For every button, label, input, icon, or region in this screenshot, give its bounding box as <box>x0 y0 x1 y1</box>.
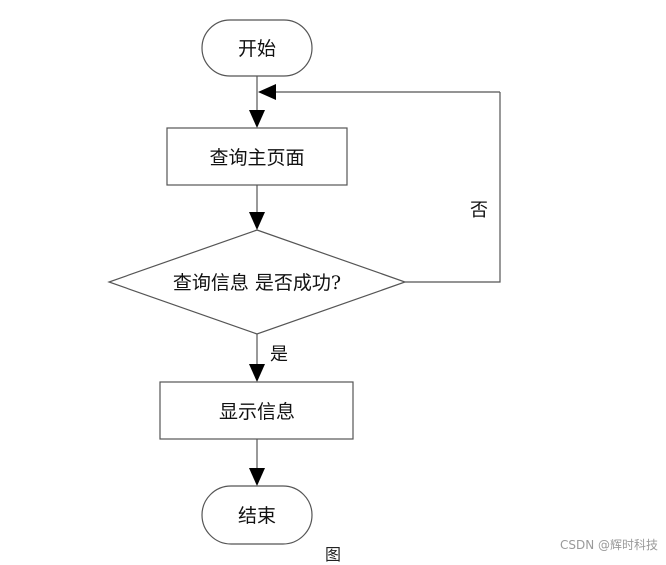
end-node: 结束 <box>201 485 313 545</box>
start-node: 开始 <box>201 19 313 77</box>
end-label: 结束 <box>238 505 276 527</box>
arrow-to-end <box>249 468 265 486</box>
watermark: CSDN @辉时科技 <box>559 538 658 552</box>
query-home-label: 查询主页面 <box>209 147 304 169</box>
edge-no-branch <box>405 92 501 283</box>
yes-label: 是 <box>270 344 288 365</box>
arrow-loop-back <box>258 84 276 100</box>
no-label: 否 <box>470 200 488 221</box>
arrow-to-decision <box>249 212 265 230</box>
start-label: 开始 <box>238 38 276 60</box>
arrow-to-query <box>249 110 265 128</box>
query-home-node: 查询主页面 <box>166 127 348 186</box>
display-node: 显示信息 <box>159 381 354 440</box>
decision-label: 查询信息 是否成功? <box>173 272 341 294</box>
decision-node: 查询信息 是否成功? <box>107 229 407 335</box>
display-label: 显示信息 <box>219 401 295 423</box>
arrow-to-display <box>249 364 265 382</box>
